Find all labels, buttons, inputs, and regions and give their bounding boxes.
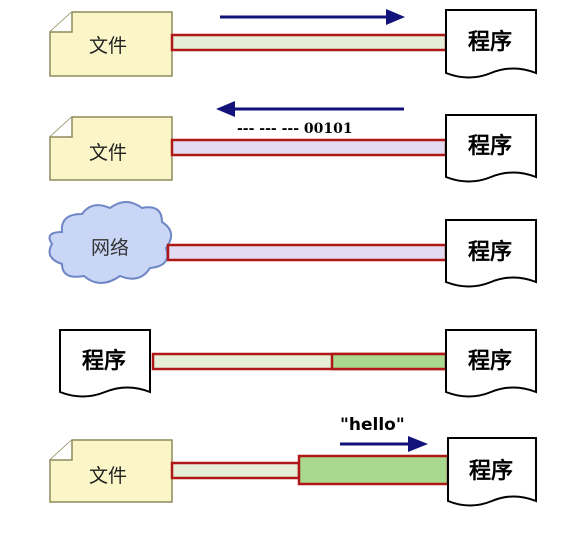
stream-pipe	[166, 243, 448, 262]
hello-label: "hello"	[340, 415, 405, 435]
program-document	[445, 114, 537, 183]
program-document	[445, 329, 537, 398]
network-label: 网络	[91, 237, 129, 259]
arrow-left-icon	[216, 101, 404, 117]
row-3: 网络 程序	[48, 201, 537, 288]
program-label: 程序	[82, 348, 126, 374]
arrow-right-icon	[220, 9, 405, 25]
stream-pipe	[170, 138, 448, 157]
stream-pipe	[170, 461, 301, 480]
file-label: 文件	[89, 35, 127, 57]
program-label: 程序	[468, 29, 512, 55]
file-icon	[49, 11, 173, 77]
program-label: 程序	[468, 133, 512, 159]
arrow-right-icon	[340, 436, 428, 452]
cloud-icon	[48, 201, 173, 284]
program-label: 程序	[468, 239, 512, 265]
program-document	[59, 329, 151, 398]
row-5: 文件 "hello" 程序	[49, 415, 537, 507]
program-label: 程序	[469, 458, 513, 484]
row-2: 文件 --- --- --- 00101 程序	[49, 101, 537, 183]
row-1: 文件 程序	[49, 9, 537, 79]
file-label: 文件	[89, 465, 127, 487]
file-icon	[49, 439, 173, 503]
program-document	[445, 219, 537, 288]
file-icon	[49, 116, 173, 181]
row-4: 程序 程序	[59, 329, 537, 398]
data-bits-label: --- --- --- 00101	[237, 121, 353, 137]
program-document	[447, 437, 537, 507]
stream-fill	[297, 454, 450, 486]
program-label: 程序	[468, 348, 512, 374]
stream-fill	[330, 352, 448, 371]
file-label: 文件	[89, 142, 127, 164]
stream-pipe	[170, 33, 448, 52]
program-document	[445, 9, 537, 79]
